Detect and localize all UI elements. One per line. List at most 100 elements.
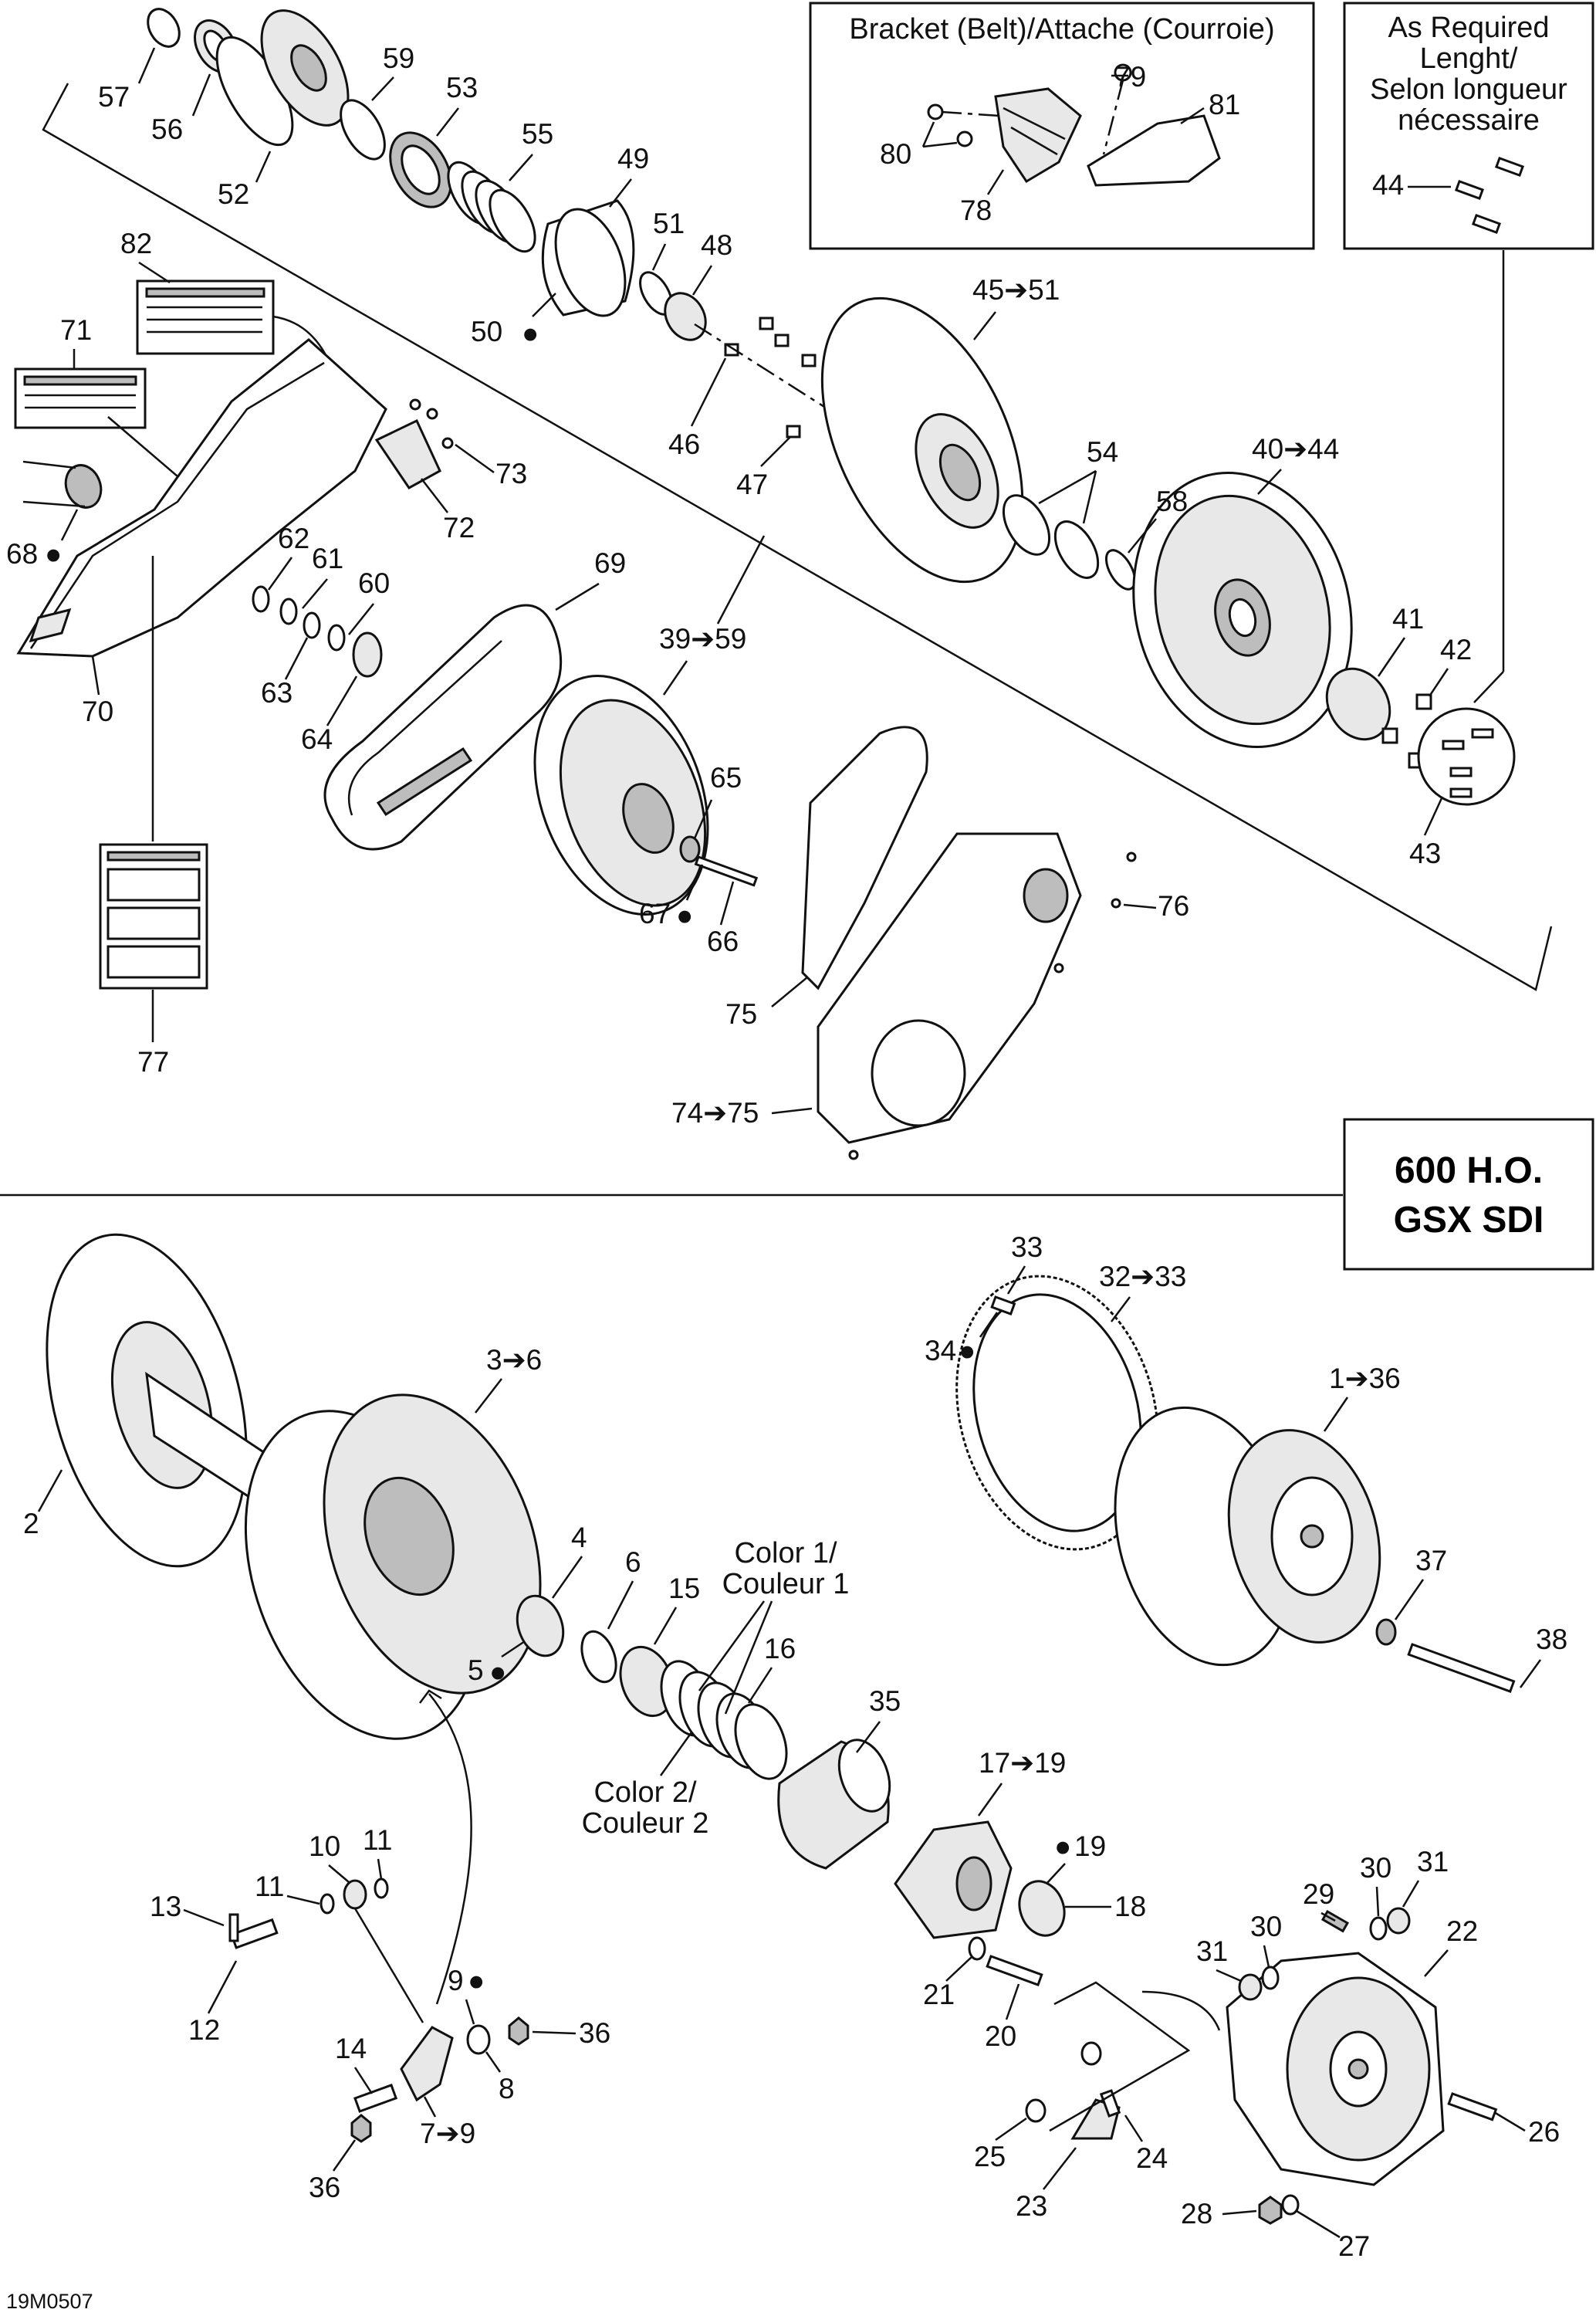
color-note-2-line1: Color 2/ <box>593 1776 696 1809</box>
callout-24: 24 <box>1136 2142 1168 2174</box>
callout-21: 21 <box>923 1979 955 2010</box>
ring-58 <box>1104 549 1137 591</box>
required-line3: Selon longueur <box>1370 73 1567 106</box>
callout-52: 52 <box>218 178 249 210</box>
callout-29: 29 <box>1303 1878 1334 1910</box>
callout-26: 26 <box>1528 2116 1560 2148</box>
rivet-13 <box>228 1913 239 1942</box>
drop-icon-68: ● <box>45 538 62 570</box>
callout-30b: 30 <box>1250 1911 1282 1942</box>
callout-22: 22 <box>1446 1915 1478 1947</box>
callout-23: 23 <box>1016 2190 1047 2222</box>
belt-cover-74 <box>817 832 1082 1144</box>
drive-pulley-1 <box>1114 1406 1381 1667</box>
screw-33 <box>990 1295 1016 1315</box>
callout-6: 6 <box>625 1546 641 1578</box>
label-71 <box>14 367 147 429</box>
callout-3: 3➔6 <box>486 1344 542 1376</box>
callout-4: 4 <box>571 1522 587 1553</box>
callout-18: 18 <box>1114 1891 1146 1922</box>
callout-80: 80 <box>880 138 911 170</box>
callout-77: 77 <box>137 1046 169 1078</box>
drop-icon-67: ● <box>676 899 693 931</box>
bushing-31a <box>1386 1907 1411 1935</box>
diagram-code: 19M0507 <box>6 2290 93 2313</box>
callout-61: 61 <box>312 543 343 574</box>
callout-60: 60 <box>358 567 390 599</box>
callout-58: 58 <box>1156 486 1188 517</box>
callout-13: 13 <box>150 1891 181 1922</box>
as-required-inset: As Required Lenght/ Selon longueur néces… <box>1343 2 1594 250</box>
callout-36a: 36 <box>579 2017 610 2049</box>
callout-51: 51 <box>653 208 685 239</box>
screw-25 <box>1025 2098 1047 2123</box>
callout-36b: 36 <box>309 2172 340 2203</box>
bushing-18 <box>1018 1880 1066 1937</box>
bolt-38 <box>1407 1643 1516 1693</box>
screw-20 <box>986 1955 1043 1987</box>
washer-62 <box>252 585 270 613</box>
movable-sheave-3 <box>244 1393 542 1740</box>
washer-27 <box>1281 2194 1300 2216</box>
callout-46: 46 <box>668 428 700 460</box>
callout-30a: 30 <box>1360 1852 1391 1884</box>
drive-belt-69 <box>323 604 563 851</box>
bracket-plate-81 <box>1087 114 1221 187</box>
callout-49: 49 <box>617 143 649 174</box>
callout-53: 53 <box>446 72 478 103</box>
callout-11b: 11 <box>255 1871 284 1902</box>
ring-gear-32 <box>955 1275 1159 1551</box>
washer-63 <box>303 611 321 639</box>
ring-41 <box>1325 667 1391 741</box>
callout-71: 71 <box>60 314 92 346</box>
callout-25: 25 <box>974 2141 1006 2172</box>
callout-33: 33 <box>1011 1231 1043 1263</box>
pin-24 <box>1099 2089 1121 2118</box>
bushing-31b <box>1238 1973 1263 2001</box>
governor-22 <box>1226 1952 1445 2186</box>
drop-icon-9: ● <box>468 1965 485 1996</box>
model-box: 600 H.O. GSX SDI <box>1343 1118 1594 1271</box>
callout-1: 1➔36 <box>1329 1363 1401 1394</box>
callout-15: 15 <box>668 1573 700 1604</box>
color-note-2-line2: Couleur 2 <box>582 1807 709 1840</box>
pin-29 <box>1320 1909 1350 1933</box>
drop-icon-50: ● <box>522 317 539 349</box>
callout-32: 32➔33 <box>1099 1261 1186 1292</box>
callout-70: 70 <box>82 696 113 727</box>
bracket-inset: Bracket (Belt)/Attache (Courroie) 79 81 … <box>809 2 1315 250</box>
bolt-66 <box>694 855 759 887</box>
screw-44a <box>1454 179 1485 201</box>
fixed-sheave-45 <box>820 296 1024 584</box>
cam-40 <box>1132 472 1353 748</box>
callout-69: 69 <box>594 547 626 579</box>
washer-60 <box>327 624 346 652</box>
nut-36a <box>508 2016 529 2046</box>
callout-59: 59 <box>383 42 414 74</box>
callout-17: 17➔19 <box>979 1747 1066 1779</box>
label-77 <box>99 843 208 990</box>
callout-62: 62 <box>278 523 309 554</box>
cover-insert-75 <box>801 726 928 990</box>
washer-64 <box>352 631 383 678</box>
washer-57 <box>147 8 181 48</box>
callout-31a: 31 <box>1417 1846 1449 1878</box>
sleeve-68 <box>22 460 103 509</box>
bushing-48 <box>664 292 707 341</box>
bracket-72 <box>374 418 441 489</box>
required-line4: nécessaire <box>1398 104 1540 137</box>
oring-59 <box>340 99 386 161</box>
callout-2: 2 <box>23 1508 39 1539</box>
screw-26 <box>1447 2092 1498 2121</box>
callout-75: 75 <box>725 998 757 1030</box>
callout-82: 82 <box>120 228 152 259</box>
washer-37 <box>1375 1618 1397 1646</box>
callout-42: 42 <box>1440 634 1472 665</box>
required-line2: Lenght/ <box>1420 42 1518 75</box>
callout-64: 64 <box>301 723 333 755</box>
spring-55 <box>447 161 536 253</box>
color-note-1-line1: Color 1/ <box>734 1537 837 1569</box>
bushing-4 <box>516 1594 565 1657</box>
bracket-clip-78 <box>994 87 1082 184</box>
spider-52 <box>215 9 350 147</box>
